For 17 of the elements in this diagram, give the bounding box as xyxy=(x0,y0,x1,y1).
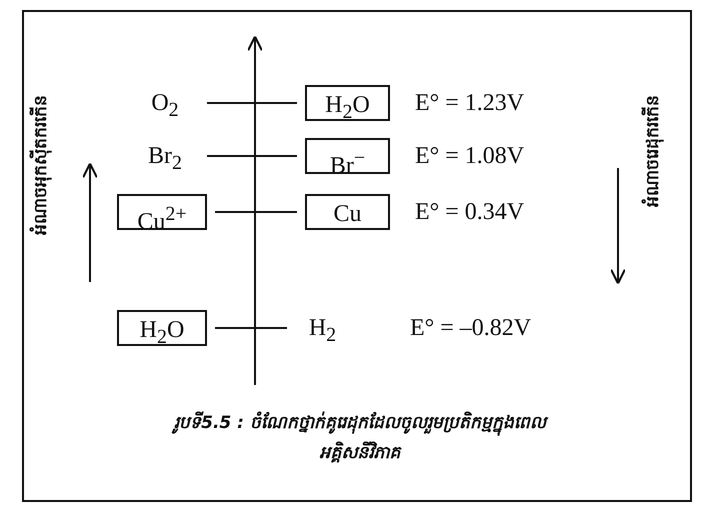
species-box: H$_{2}$O xyxy=(117,310,207,346)
side-label: អំណាចរេដុករកើន xyxy=(642,95,664,207)
figure-caption: រូបទី5.5 : ចំណែកថ្នាក់គូរេដុកដែលចូលរួមប្រតិកម្មក្នុងពេលអគ្គិសនីវិភាគ xyxy=(150,408,570,468)
potential-value: E° = 1.23V xyxy=(415,89,524,118)
potential-value: E° = –0.82V xyxy=(410,314,532,343)
connector-line xyxy=(207,155,297,157)
connector-line xyxy=(215,327,287,329)
side-label: អំណាចអុកស៊ីតករកើន xyxy=(30,95,52,235)
species-box: H$_{2}$O xyxy=(305,85,390,121)
species-box: Cu xyxy=(305,194,390,230)
species-label: H$_{2}$ xyxy=(295,310,350,346)
connector-line xyxy=(207,102,297,104)
species-label: Br$_{2}$ xyxy=(135,138,195,174)
species-label: O$_{2}$ xyxy=(135,85,195,121)
potential-value: E° = 0.34V xyxy=(415,198,524,227)
potential-value: E° = 1.08V xyxy=(415,142,524,171)
connector-line xyxy=(215,211,297,213)
